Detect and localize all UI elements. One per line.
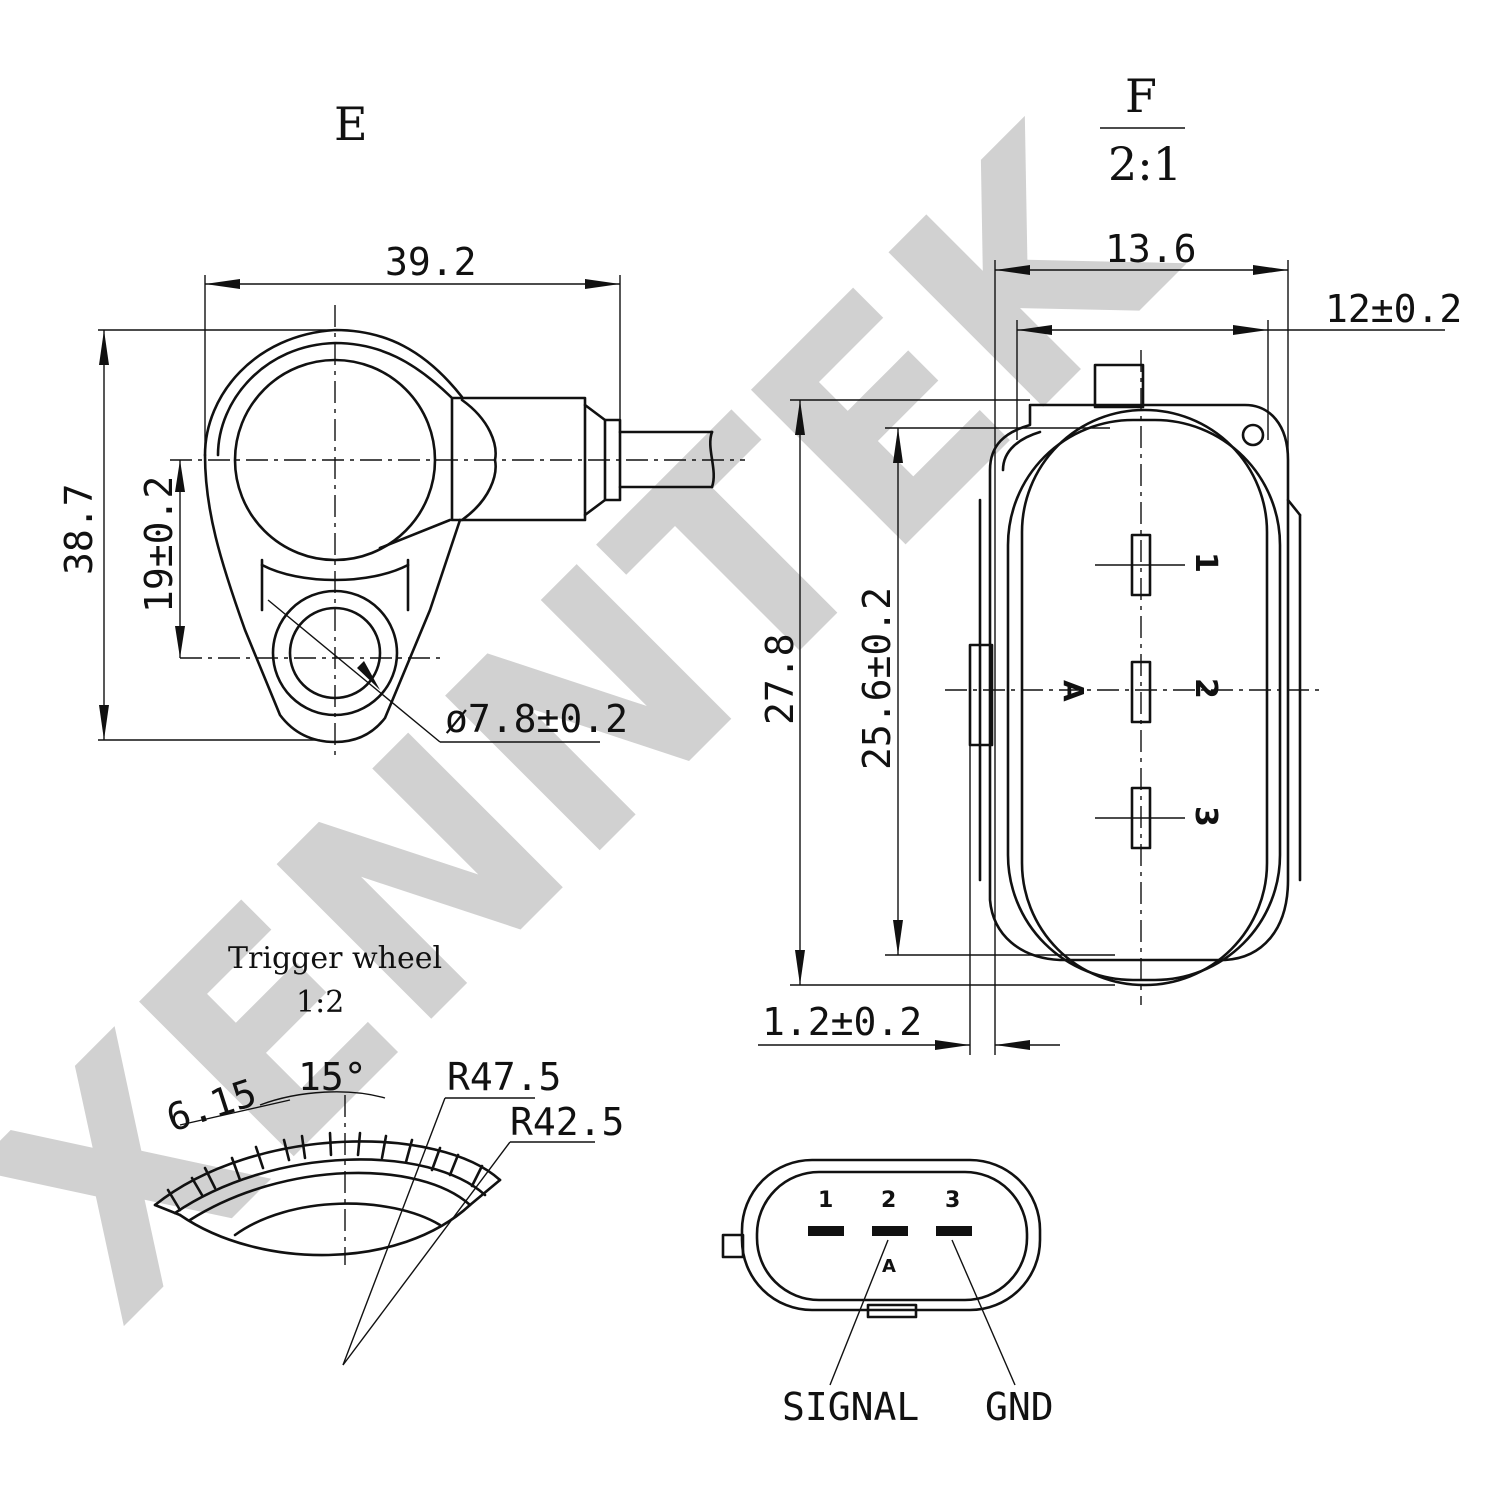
pin-label: 1 <box>1188 552 1223 573</box>
view-f-scale: 2:1 <box>1108 137 1182 191</box>
callout-signal: SIGNAL <box>782 1385 919 1429</box>
view-e: E <box>57 97 745 760</box>
dim-height-38-7: 38.7 <box>57 483 101 575</box>
pin-1: 1 <box>1095 533 1223 597</box>
pin-label: 1 <box>818 1188 833 1213</box>
pin-label: 2 <box>881 1188 896 1213</box>
connector-face-view: 1 2 3 A SIGNAL GND <box>721 1158 1054 1429</box>
view-f-label: F <box>1125 69 1157 123</box>
pin-2: 2 <box>1130 660 1223 724</box>
trigger-wheel-title: Trigger wheel <box>228 941 442 976</box>
dim-width-39-2: 39.2 <box>385 240 477 284</box>
polarity-marker: A <box>1057 680 1090 702</box>
pin-3: 3 <box>1095 786 1223 850</box>
callout-gnd: GND <box>985 1385 1054 1429</box>
dim-rib-1-2: 1.2±0.2 <box>762 1000 922 1044</box>
trigger-wheel-scale: 1:2 <box>296 985 344 1020</box>
dim-height-27-8: 27.8 <box>758 633 802 725</box>
view-f: F 2:1 1 2 <box>758 69 1462 1055</box>
dim-angle-15: 15° <box>298 1055 367 1099</box>
dim-outer-radius: R47.5 <box>447 1055 561 1099</box>
dim-offset-19: 19±0.2 <box>137 476 181 613</box>
wheel-segment <box>153 1131 502 1257</box>
dim-width-13-6: 13.6 <box>1105 227 1197 271</box>
trigger-wheel-view: Trigger wheel 1:2 <box>153 941 624 1366</box>
dim-inner-width-12: 12±0.2 <box>1325 287 1462 331</box>
dim-inner-height-25-6: 25.6±0.2 <box>855 587 899 770</box>
face-pin-2: 2 <box>872 1188 908 1236</box>
face-pin-3: 3 <box>936 1188 972 1236</box>
pin-label: 2 <box>1188 678 1223 699</box>
view-e-label: E <box>334 97 368 151</box>
pin-label: 3 <box>945 1188 960 1213</box>
face-pin-1: 1 <box>808 1188 844 1236</box>
dim-bore-7-8: ø7.8±0.2 <box>445 697 628 741</box>
pin-label: 3 <box>1188 806 1223 827</box>
dim-inner-radius: R42.5 <box>510 1100 624 1144</box>
connector-housing <box>968 363 1302 987</box>
polarity-marker: A <box>882 1256 896 1277</box>
